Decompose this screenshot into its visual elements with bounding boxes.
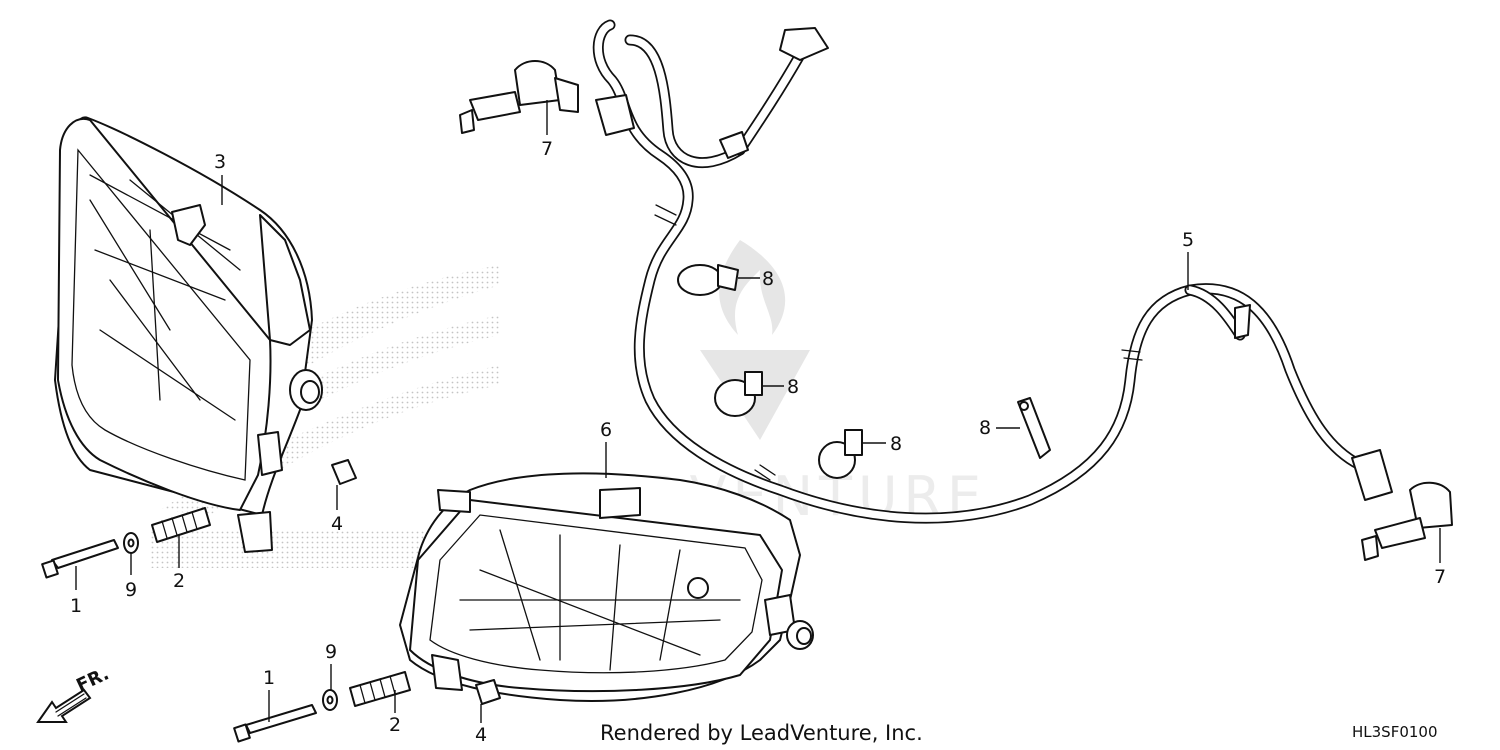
clamp-2[interactable]	[714, 371, 763, 417]
washer-upper[interactable]	[123, 532, 139, 554]
diagram-code: HL3SF0100	[1352, 723, 1438, 741]
callout-8-c: 8	[890, 433, 902, 455]
callout-4-upper: 4	[331, 513, 343, 535]
clamp-4[interactable]	[1017, 397, 1051, 459]
clamp-1[interactable]	[677, 264, 739, 296]
bolt-upper[interactable]	[41, 539, 119, 579]
callout-2-upper: 2	[173, 570, 185, 592]
callout-5: 5	[1182, 229, 1194, 251]
clamp-3[interactable]	[818, 429, 863, 479]
nut-upper[interactable]	[331, 459, 357, 485]
callout-6: 6	[600, 419, 612, 441]
callout-2-lower: 2	[389, 714, 401, 736]
callout-8-d: 8	[979, 417, 991, 439]
bulb-lower[interactable]	[1361, 481, 1453, 561]
headlight-lower[interactable]	[399, 472, 814, 702]
callout-1-lower: 1	[263, 667, 275, 689]
callout-7-upper: 7	[541, 138, 553, 160]
spring-upper[interactable]	[151, 507, 211, 543]
callout-7-lower: 7	[1434, 566, 1446, 588]
callout-8-a: 8	[762, 268, 774, 290]
headlight-upper[interactable]	[54, 116, 323, 553]
render-credit: Rendered by LeadVenture, Inc.	[600, 721, 923, 745]
washer-lower[interactable]	[322, 689, 338, 711]
callout-9-upper: 9	[125, 579, 137, 601]
front-direction-label: FR.	[73, 663, 112, 696]
callout-1-upper: 1	[70, 595, 82, 617]
nut-lower[interactable]	[475, 679, 501, 705]
leader-lines	[75, 100, 1441, 723]
spring-lower[interactable]	[349, 671, 411, 707]
bulb-upper[interactable]	[459, 60, 579, 134]
callout-3: 3	[214, 151, 226, 173]
callout-8-b: 8	[787, 376, 799, 398]
front-direction-arrow-icon	[36, 688, 92, 723]
callout-4-lower: 4	[475, 724, 487, 746]
bolt-lower[interactable]	[233, 704, 317, 743]
callout-9-lower: 9	[325, 641, 337, 663]
wire-harness[interactable]	[592, 19, 1393, 524]
